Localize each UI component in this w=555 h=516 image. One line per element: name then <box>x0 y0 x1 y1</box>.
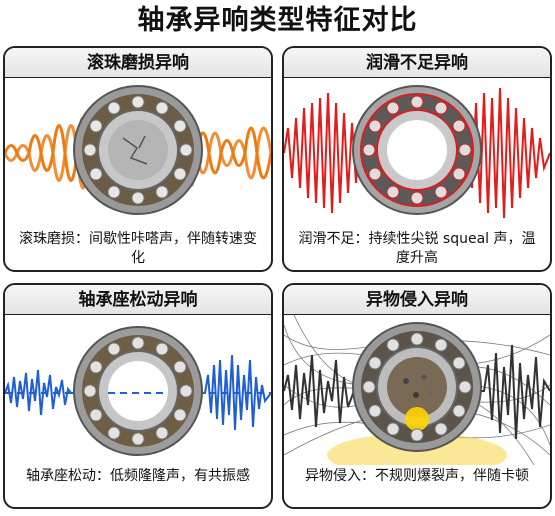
page-title: 轴承异响类型特征对比 <box>137 5 418 36</box>
panel-foreign-object: 异物侵入异响 <box>282 283 552 509</box>
panel-caption: 滚珠磨损：间歇性咔嗒声，伴随转速变化 <box>19 231 257 266</box>
panel-caption: 异物侵入：不规则爆裂声，伴随卡顿 <box>305 468 529 484</box>
panel-caption: 润滑不足：持续性尖锐 squeal 声，温度升高 <box>298 231 536 266</box>
bearing-icon <box>73 85 203 215</box>
panel-ball-wear: 滚珠磨损异响 滚珠磨损：间歇性咔嗒声，伴随转速变化 <box>3 46 273 272</box>
panel-heading: 润滑不足异响 <box>284 48 550 78</box>
bearing-icon <box>73 326 203 456</box>
panel-heading: 异物侵入异响 <box>284 285 550 315</box>
foreign-object-illustration <box>284 315 550 465</box>
bearing-icon <box>352 85 482 215</box>
ball-wear-illustration <box>5 78 271 228</box>
panel-heading: 轴承座松动异响 <box>5 285 271 315</box>
panel-heading: 滚珠磨损异响 <box>5 48 271 78</box>
panel-lubrication: 润滑不足异响 润滑不足：持续性尖锐 squeal 声，温度升高 <box>282 46 552 272</box>
panel-loose-housing: 轴承座松动异响 轴承座松动：低频隆隆声，有共振感 <box>3 283 273 509</box>
loose-housing-illustration <box>5 315 271 465</box>
bearing-icon <box>352 322 482 452</box>
panel-caption: 轴承座松动：低频隆隆声，有共振感 <box>26 468 250 484</box>
lubrication-illustration <box>284 78 550 228</box>
